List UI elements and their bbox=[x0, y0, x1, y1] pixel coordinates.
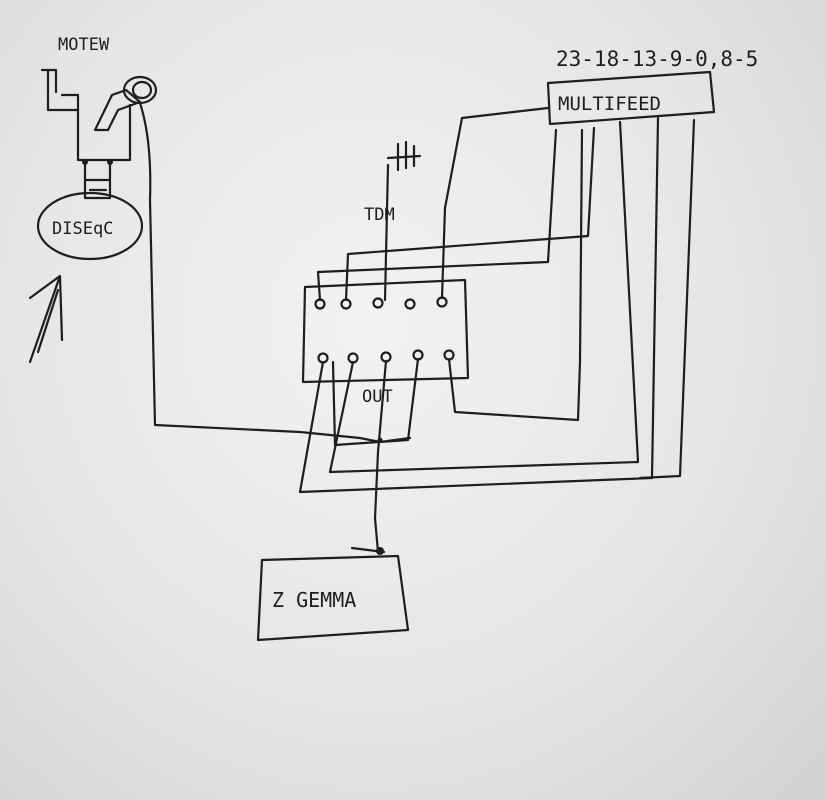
tdm-wire bbox=[383, 163, 390, 302]
wire-input-5 bbox=[440, 106, 550, 300]
wire-out-3 bbox=[373, 359, 388, 554]
input-terminal-3 bbox=[372, 297, 384, 309]
diseqc-outline bbox=[36, 191, 144, 261]
multifeed-box bbox=[546, 70, 716, 126]
wire-input-2 bbox=[344, 126, 596, 302]
diseqc-label: DISEqC bbox=[52, 219, 113, 239]
receiver-box bbox=[256, 554, 410, 642]
motor: MOTEW bbox=[40, 35, 158, 200]
antenna-icon bbox=[386, 140, 422, 172]
motor-connector bbox=[83, 160, 112, 200]
multifeed: MULTIFEED bbox=[546, 70, 716, 126]
junction-node bbox=[377, 437, 383, 443]
wire-out-5 bbox=[447, 128, 584, 422]
out-label: OUT bbox=[362, 387, 393, 407]
motor-label: MOTEW bbox=[58, 35, 110, 55]
tdm: TDM bbox=[364, 140, 422, 302]
tdm-label: TDM bbox=[364, 205, 395, 225]
wire-out-6 bbox=[638, 118, 696, 480]
output-wires bbox=[298, 116, 696, 554]
multifeed-label: MULTIFEED bbox=[558, 93, 661, 115]
motor-node-left bbox=[82, 159, 88, 165]
receiver: Z GEMMA bbox=[256, 546, 410, 642]
receiver-label: Z GEMMA bbox=[272, 588, 356, 612]
wire-out-2 bbox=[328, 120, 640, 474]
motor-node-right bbox=[107, 159, 113, 165]
input-wires bbox=[316, 106, 596, 302]
lnb-arm bbox=[93, 88, 142, 132]
lnb-bracket bbox=[40, 68, 80, 112]
wire-out-4 bbox=[331, 357, 420, 447]
switch-box-outline bbox=[301, 278, 470, 384]
input-terminal-4 bbox=[404, 298, 416, 310]
wire-input-1 bbox=[316, 128, 558, 302]
lnb-head-inner bbox=[131, 80, 153, 100]
wire-out-1 bbox=[298, 116, 660, 494]
receiver-port-lead bbox=[350, 546, 386, 554]
direction-arrow-icon bbox=[28, 274, 64, 364]
motor-body bbox=[76, 103, 132, 162]
positions-label: 23-18-13-9-0,8-5 bbox=[556, 47, 758, 71]
diseqc-switch: DISEqC bbox=[36, 191, 144, 261]
